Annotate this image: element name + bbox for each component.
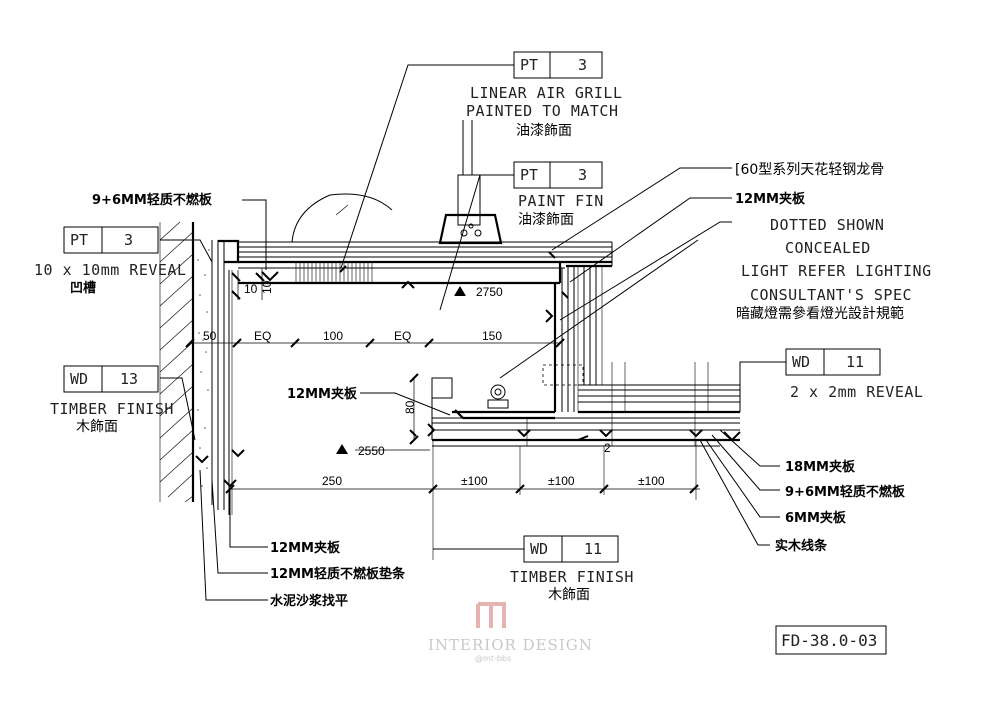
dim-100: 100 xyxy=(323,329,343,343)
watermark-sub: @mt-bbs xyxy=(475,654,511,663)
dimension-lines xyxy=(185,268,700,560)
label-board-12-strip: 12MM轻质不燃板垫条 xyxy=(270,566,406,582)
label-board-9-6-top: 9+6MM轻质不燃板 xyxy=(92,192,213,208)
tag-pt-reveal: PT 3 xyxy=(63,226,159,254)
leader-lines xyxy=(160,64,786,601)
layer-marks xyxy=(195,251,569,488)
tag-pt-grill: PT 3 xyxy=(513,51,603,79)
drawing-code-box: FD-38.0-03 xyxy=(775,625,887,655)
watermark-brand: INTERIOR DESIGN xyxy=(428,636,593,654)
tag-code: PT xyxy=(70,231,88,249)
label-reveal-10: 10 x 10mm REVEAL xyxy=(34,261,187,279)
tag-num: 3 xyxy=(578,166,587,184)
label-light-cn: 暗藏燈需參看燈光設計規範 xyxy=(736,305,904,322)
wall-hatch xyxy=(159,221,240,515)
label-timber-cn-left: 木飾面 xyxy=(76,419,118,435)
label-concealed: CONCEALED xyxy=(785,239,871,257)
dim-10: 10 xyxy=(244,282,258,296)
dim-50: 50 xyxy=(203,329,217,343)
dim-250: 250 xyxy=(322,474,342,488)
tag-code: WD xyxy=(792,353,810,371)
dim-pm100-1: ±100 xyxy=(461,474,488,488)
label-reveal-2: 2 x 2mm REVEAL xyxy=(790,383,923,401)
tag-num: 3 xyxy=(578,56,587,74)
label-paint-finish-cn-1: 油漆飾面 xyxy=(516,123,572,139)
level-2750-text: 2750 xyxy=(476,285,503,299)
tag-wd-timber-bottom: WD 11 xyxy=(523,535,619,563)
label-dotted-shown: DOTTED SHOWN xyxy=(770,216,884,234)
dim-eq-1: EQ xyxy=(254,329,271,343)
label-ply-6: 6MM夹板 xyxy=(785,510,847,526)
level-marker-2550 xyxy=(336,444,348,454)
label-timber-cn-bottom: 木飾面 xyxy=(548,587,590,603)
tag-num: 3 xyxy=(124,231,133,249)
label-reveal-cn: 凹槽 xyxy=(70,280,96,296)
dim-80: 80 xyxy=(403,400,417,414)
dim-10b: 10 xyxy=(260,280,274,294)
label-board-9-6-right: 9+6MM轻质不燃板 xyxy=(785,484,906,500)
label-timber-finish-bottom: TIMBER FINISH xyxy=(510,568,634,586)
label-timber-finish-left: TIMBER FINISH xyxy=(50,400,174,418)
tag-num: 11 xyxy=(584,540,602,558)
level-2550-text: 2550 xyxy=(358,444,385,458)
tag-code: PT xyxy=(520,56,538,74)
label-light-refer: LIGHT REFER LIGHTING xyxy=(741,262,932,280)
tag-wd-reveal-right: WD 11 xyxy=(785,348,881,376)
dim-2: 2 xyxy=(604,441,611,455)
tag-num: 11 xyxy=(846,353,864,371)
ceiling-layers-top xyxy=(238,120,613,285)
tag-code: PT xyxy=(520,166,538,184)
label-solid-wood: 实木线条 xyxy=(775,538,828,554)
label-cement-mortar: 水泥沙浆找平 xyxy=(270,593,348,609)
watermark-logo: INTERIOR DESIGN @mt-bbs xyxy=(428,602,593,663)
label-linear-air-grill: LINEAR AIR GRILL xyxy=(470,84,623,102)
tag-code: WD xyxy=(530,540,548,558)
label-ceiling-keel: [60型系列天花轻钢龙骨 xyxy=(735,162,884,178)
tag-pt-fin: PT 3 xyxy=(513,161,603,189)
label-ply-12-top: 12MM夹板 xyxy=(735,191,806,207)
dim-pm100-3: ±100 xyxy=(638,474,665,488)
label-ply-18: 18MM夹板 xyxy=(785,459,856,475)
label-ply-12-bottom: 12MM夹板 xyxy=(270,540,341,556)
tag-code: WD xyxy=(70,370,88,388)
drawing-code: FD-38.0-03 xyxy=(781,631,877,650)
tag-num: 13 xyxy=(120,370,138,388)
dim-150: 150 xyxy=(482,329,502,343)
tag-wd-timber-left: WD 13 xyxy=(63,365,159,393)
level-marker-2750 xyxy=(454,286,466,296)
label-painted-to-match: PAINTED TO MATCH xyxy=(466,102,619,120)
dim-eq-2: EQ xyxy=(394,329,411,343)
dim-pm100-2: ±100 xyxy=(548,474,575,488)
label-paint-finish-cn-2: 油漆飾面 xyxy=(518,212,574,228)
label-ply-12-mid: 12MM夹板 xyxy=(287,386,358,402)
label-consultant-spec: CONSULTANT'S SPEC xyxy=(750,286,912,304)
label-paint-fin: PAINT FIN xyxy=(518,192,604,210)
